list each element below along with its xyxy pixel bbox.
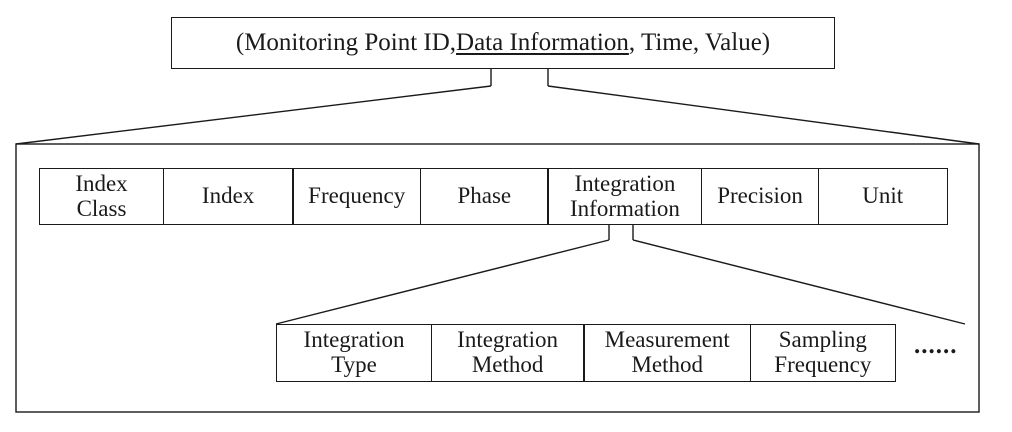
record-data-information: Data Information [456, 29, 629, 56]
field-frequency: Frequency [292, 168, 422, 225]
connector-integration-left-diag [275, 239, 610, 325]
field-sampling-frequency: Sampling Frequency [749, 324, 896, 382]
field-unit: Unit [817, 168, 948, 225]
integration-information-row: Integration Type Integration Method Meas… [276, 324, 896, 382]
record-box: (Monitoring Point ID, Data Information, … [171, 17, 835, 69]
record-prefix: (Monitoring Point ID, [235, 29, 457, 56]
field-integration-information: Integration Information [547, 168, 703, 225]
field-measurement-method: Measurement Method [583, 324, 752, 382]
field-index: Index [162, 168, 294, 225]
field-integration-type: Integration Type [276, 324, 432, 382]
field-precision: Precision [701, 168, 820, 225]
data-information-row: Index Class Index Frequency Phase Integr… [39, 168, 948, 225]
field-phase: Phase [419, 168, 549, 225]
expansion-frame [15, 143, 980, 413]
connector-integration-right-diag [632, 239, 966, 325]
field-integration-method: Integration Method [430, 324, 585, 382]
connector-data-info-right-diag [547, 85, 980, 145]
connector-data-info-left-diag [15, 85, 492, 145]
field-index-class: Index Class [39, 168, 164, 225]
more-fields-ellipsis: ...... [914, 332, 958, 359]
record-suffix: , Time, Value) [628, 29, 771, 56]
